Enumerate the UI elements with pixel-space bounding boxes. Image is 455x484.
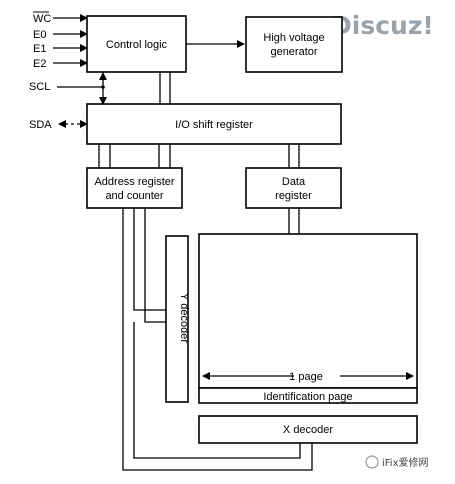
wechat-icon — [365, 455, 379, 469]
pin-scl-label: SCL — [29, 81, 50, 93]
y-decoder-label: Y decoder — [178, 293, 190, 343]
one-page-label: 1 page — [289, 371, 323, 383]
address-register-label-line1: Address register — [94, 176, 174, 188]
io-data-bus — [288, 144, 300, 168]
x-decoder-label: X decoder — [283, 424, 333, 436]
io-shift-register-block — [86, 103, 342, 145]
pin-sda-label: SDA — [29, 119, 52, 131]
input-wires — [53, 14, 107, 128]
pin-labels: WC E0 E1 E2 SCL SDA — [29, 11, 52, 131]
address-register-counter-block — [86, 167, 183, 209]
data-register-label-line1: Data — [282, 176, 306, 188]
identification-page-label: Identification page — [263, 391, 352, 403]
io-shift-register-label: I/O shift register — [175, 119, 253, 131]
address-to-y-decoder-line1 — [133, 208, 166, 311]
data-register-label-line2: register — [275, 190, 312, 202]
pin-e1-label: E1 — [33, 43, 46, 55]
data-array-bus — [288, 208, 300, 234]
hv-label-line1: High voltage — [263, 32, 324, 44]
address-to-y-decoder-line2 — [144, 208, 166, 323]
address-register-label-line2: and counter — [105, 190, 163, 202]
y-decoder-block — [165, 235, 189, 403]
high-voltage-generator-block — [245, 16, 343, 73]
identification-page-block — [198, 387, 418, 404]
address-to-x-decoder-outer — [122, 208, 313, 471]
pin-e0-label: E0 — [33, 29, 46, 41]
scl-junction — [101, 85, 105, 89]
data-register-block — [245, 167, 342, 209]
ifix-watermark-text: iFix爱修网 — [382, 456, 429, 469]
pin-wc-label: WC — [33, 13, 51, 25]
control-io-bus — [159, 72, 171, 104]
pin-e2-label: E2 — [33, 58, 46, 70]
ifix-watermark: iFix爱修网 — [365, 455, 429, 469]
discuz-watermark: Discuz! — [331, 11, 434, 40]
memory-array-block — [198, 233, 418, 389]
control-logic-label: Control logic — [106, 39, 168, 51]
hv-label-line2: generator — [270, 46, 317, 58]
x-decoder-block — [198, 415, 418, 444]
address-bus-routing — [122, 208, 313, 471]
io-address-bus — [98, 144, 171, 168]
address-to-x-decoder-inner — [133, 322, 301, 459]
